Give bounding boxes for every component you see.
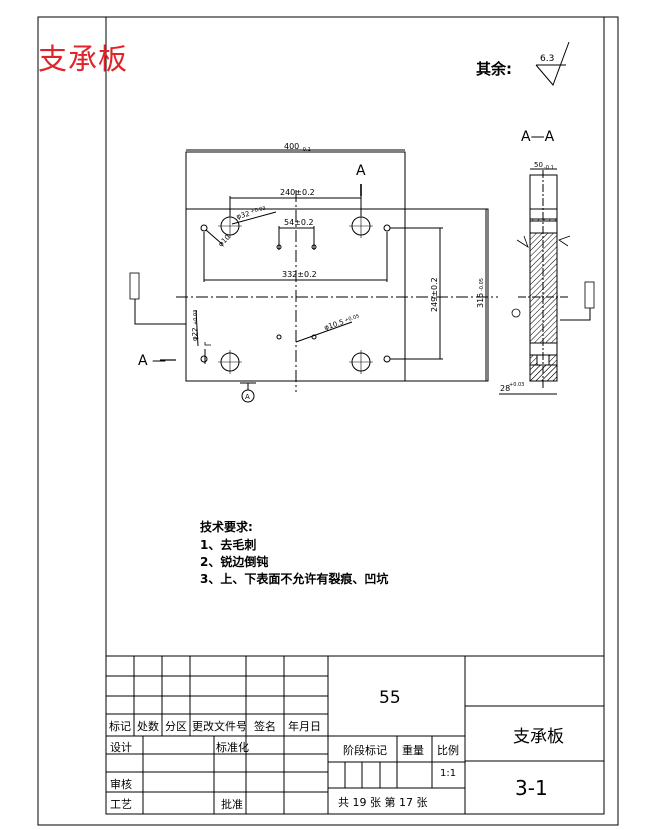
header-zone: 分区 [165, 720, 187, 733]
note-item: 3、上、下表面不允许有裂痕、凹坑 [200, 572, 389, 586]
dim-50: 50 [534, 161, 543, 169]
datum-label: A [245, 393, 250, 401]
standardize-label: 标准化 [216, 741, 249, 754]
dim-phi22-tol: +0.03 [193, 310, 199, 325]
dim-240: 240±0.2 [280, 188, 315, 197]
dim-50-tol: -0.1 [544, 165, 554, 171]
section-title: A—A [521, 129, 555, 145]
part-title-red: 支承板 [38, 42, 129, 76]
drawing-number: 3-1 [515, 776, 548, 800]
header-count: 处数 [137, 720, 159, 733]
scale-label: 比例 [437, 744, 459, 757]
dim-400-tol: -0.1 [301, 147, 311, 153]
inner-border [105, 16, 605, 815]
dim-315-tol: -0.05 [479, 278, 485, 291]
dim-400: 400 [284, 142, 299, 151]
stage-mark-label: 阶段标记 [343, 744, 387, 757]
dim-249: 249±0.2 [430, 277, 439, 312]
sheet-count: 共 19 张 第 17 张 [338, 796, 428, 809]
dim-332: 332±0.2 [282, 270, 317, 279]
dim-phi32: φ32 [236, 210, 251, 221]
main-view [129, 149, 498, 403]
header-mark: 标记 [109, 720, 131, 733]
dim-28: 28 [500, 384, 510, 393]
drawing-number-top: 55 [379, 688, 401, 708]
dim-phi32-tol: +0.03 [250, 205, 266, 215]
note-item: 2、锐边倒钝 [200, 555, 269, 569]
note-item: 1、去毛刺 [200, 538, 257, 552]
header-signature: 签名 [254, 720, 276, 733]
dim-28-tol: +0.03 [509, 382, 524, 388]
notes-heading: 技术要求: [200, 520, 253, 534]
dim-phi10-5-tol: +0.05 [344, 313, 360, 323]
header-date: 年月日 [288, 720, 321, 733]
title-block [106, 655, 604, 814]
design-label: 设计 [110, 741, 132, 754]
part-name: 支承板 [513, 727, 564, 747]
section-view [499, 168, 595, 395]
process-label: 工艺 [110, 798, 132, 811]
header-change-doc: 更改文件号 [192, 720, 247, 733]
dim-54: 54±0.2 [284, 218, 314, 227]
approve-label: 批准 [221, 798, 243, 811]
roughness-label: 其余: [476, 60, 512, 78]
dim-phi10-5: φ10.5 [323, 318, 345, 332]
scale-value: 1:1 [440, 768, 457, 779]
section-cut-top-label: A [356, 163, 366, 179]
dim-315: 315 [476, 293, 485, 308]
weight-label: 重量 [402, 744, 424, 757]
dim-phi22: φ22 [191, 327, 199, 341]
roughness-value: 6.3 [540, 54, 554, 64]
roughness-symbol [535, 41, 570, 86]
review-label: 审核 [110, 778, 132, 791]
section-cut-left-label: A — [138, 353, 166, 369]
